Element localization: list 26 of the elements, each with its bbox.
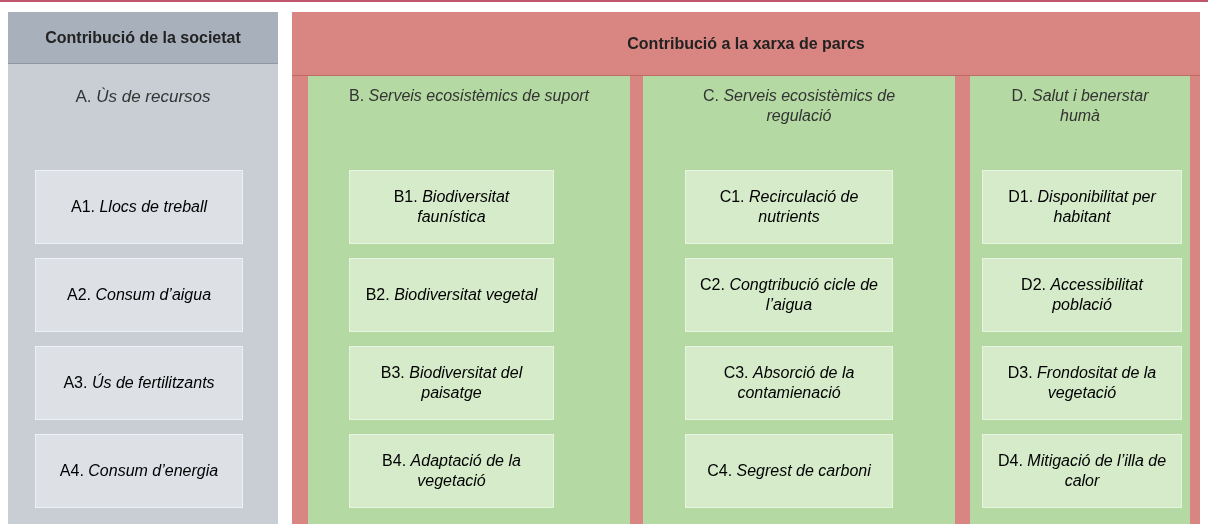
section-heading: B. Serveis ecosistèmics de suport [347, 86, 591, 106]
indicator-box: A2. Consum d’aigua [35, 258, 243, 332]
indicator-box: C2. Congtribució cicle de l’aigua [685, 258, 893, 332]
indicator-box: B1. Biodiversitat faunística [349, 170, 554, 244]
column-heading: Contribució de la societat [8, 12, 278, 64]
indicator-box: B3. Biodiversitat del paisatge [349, 346, 554, 420]
indicator-box: B4. Adaptació de la vegetació [349, 434, 554, 508]
section-heading: A. Ùs de recursos [74, 86, 212, 107]
section-panel [308, 76, 630, 524]
section-heading: D. Salut i benerstar humà [1010, 86, 1150, 126]
indicator-box: B2. Biodiversitat vegetal [349, 258, 554, 332]
indicator-box: D2. Accessibilitat població [982, 258, 1182, 332]
indicator-box: D3. Frondositat de la vegetació [982, 346, 1182, 420]
section-panel [643, 76, 955, 524]
indicator-box: D4. Mitigació de l’illa de calor [982, 434, 1182, 508]
indicator-box: A1. Llocs de treball [35, 170, 243, 244]
indicator-box: C1. Recirculació de nutrients [685, 170, 893, 244]
column-panel [292, 12, 1200, 524]
column-panel [8, 12, 278, 524]
indicator-box: C4. Segrest de carboni [685, 434, 893, 508]
indicator-box: A4. Consum d’energia [35, 434, 243, 508]
indicator-box: A3. Ús de fertilitzants [35, 346, 243, 420]
indicator-box: C3. Absorció de la contamienació [685, 346, 893, 420]
section-panel [970, 76, 1190, 524]
section-heading: C. Serveis ecosistèmics de regulació [701, 86, 897, 126]
indicator-box: D1. Disponibilitat per habitant [982, 170, 1182, 244]
